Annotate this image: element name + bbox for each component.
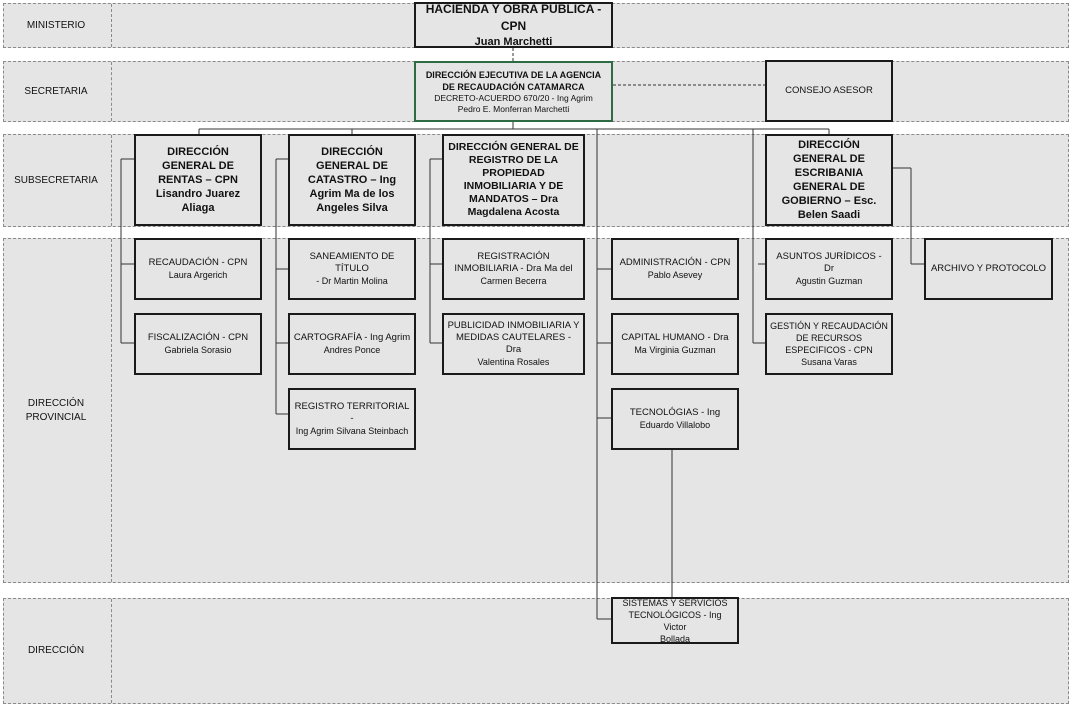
node-person: Lisandro Juarez Aliaga	[155, 188, 241, 214]
node-title: CAPITAL HUMANO - Dra	[621, 332, 729, 343]
node-title: ARCHIVO Y PROTOCOLO	[930, 263, 1047, 274]
node-title: PUBLICIDAD INMOBILIARIA Y MEDIDAS CAUTEL…	[447, 320, 580, 355]
node-tecnologias[interactable]: TECNOLÓGIAS - Ing Eduardo Villalobo	[611, 388, 739, 450]
node-person: Laura Argerich	[168, 270, 228, 280]
node-archivo-protocolo[interactable]: ARCHIVO Y PROTOCOLO	[924, 238, 1053, 300]
node-person: Susana Varas	[801, 357, 857, 367]
node-title: GESTIÓN Y RECAUDACIÓN DE RECURSOS ESPECI…	[770, 321, 888, 355]
node-registro-territorial[interactable]: REGISTRO TERRITORIAL - Ing Agrim Silvana…	[288, 388, 416, 450]
node-title: DIRECCIÓN EJECUTIVA DE LA AGENCIA DE REC…	[425, 69, 602, 92]
band-divider	[111, 239, 112, 582]
node-person: Pedro E. Monferran Marchetti	[457, 103, 570, 114]
node-gestion-recaudacion[interactable]: GESTIÓN Y RECAUDACIÓN DE RECURSOS ESPECI…	[765, 313, 893, 375]
node-catastro[interactable]: DIRECCIÓN GENERAL DE CATASTRO – Ing Agri…	[288, 134, 416, 226]
node-title: TECNOLÓGIAS - Ing	[629, 407, 721, 418]
node-registro-propiedad[interactable]: DIRECCIÓN GENERAL DE REGISTRO DE LA PROP…	[442, 134, 585, 226]
node-registracion-inmobiliaria[interactable]: REGISTRACIÓN INMOBILIARIA - Dra Ma del C…	[442, 238, 585, 300]
band-divider	[111, 135, 112, 226]
node-title: SANEAMIENTO DE TÍTULO	[309, 251, 395, 274]
node-person: Valentina Rosales	[477, 357, 550, 367]
node-person: Gabriela Sorasio	[164, 345, 232, 355]
node-sistemas-servicios[interactable]: SISTEMAS Y SERVICIOS TECNOLÓGICOS - Ing …	[611, 597, 739, 644]
node-title: REGISTRACIÓN INMOBILIARIA - Dra Ma del	[454, 251, 573, 274]
node-title: CARTOGRAFÍA - Ing Agrim	[293, 332, 411, 343]
node-person: Ing Agrim Silvana Steinbach	[295, 426, 409, 436]
node-title: RECAUDACIÓN - CPN	[148, 257, 248, 268]
level-label-secretaria: SECRETARIA	[24, 85, 88, 97]
node-person: Eduardo Villalobo	[639, 420, 711, 430]
node-publicidad-inmobiliaria[interactable]: PUBLICIDAD INMOBILIARIA Y MEDIDAS CAUTEL…	[442, 313, 585, 375]
node-title: SISTEMAS Y SERVICIOS TECNOLÓGICOS - Ing …	[622, 597, 728, 632]
node-title: FISCALIZACIÓN - CPN	[147, 332, 249, 343]
node-rentas[interactable]: DIRECCIÓN GENERAL DE RENTAS – CPN Lisand…	[134, 134, 262, 226]
node-consejo-asesor[interactable]: CONSEJO ASESOR	[765, 60, 893, 122]
node-person: Belen Saadi	[797, 209, 861, 221]
node-administracion[interactable]: ADMINISTRACIÓN - CPN Pablo Asevey	[611, 238, 739, 300]
node-escribania[interactable]: DIRECCIÓN GENERAL DE ESCRIBANIA GENERAL …	[765, 134, 893, 226]
node-person: Carmen Becerra	[480, 276, 547, 286]
node-title: DIRECCIÓN GENERAL DE REGISTRO DE LA PROP…	[448, 141, 579, 205]
band-divider	[111, 4, 112, 47]
node-direccion-ejecutiva[interactable]: DIRECCIÓN EJECUTIVA DE LA AGENCIA DE REC…	[414, 61, 613, 122]
node-person: Ma Virginia Guzman	[634, 345, 716, 355]
node-title: CONSEJO ASESOR	[785, 85, 873, 96]
node-person: Magdalena Acosta	[467, 206, 560, 218]
level-label-subsecretaria: SUBSECRETARIA	[14, 174, 98, 186]
node-asuntos-juridicos[interactable]: ASUNTOS JURÍDICOS - Dr Agustin Guzman	[765, 238, 893, 300]
node-capital-humano[interactable]: CAPITAL HUMANO - Dra Ma Virginia Guzman	[611, 313, 739, 375]
level-label-direccion-provincial: DIRECCIÓN PROVINCIAL	[25, 397, 87, 423]
node-title: DIRECCIÓN GENERAL DE ESCRIBANIA GENERAL …	[781, 139, 877, 207]
node-title: HACIENDA Y OBRA PÚBLICA - CPN	[425, 1, 602, 33]
band-direccion: DIRECCIÓN	[3, 598, 1069, 704]
node-person: - Dr Martin Molina	[316, 276, 388, 286]
node-title: ASUNTOS JURÍDICOS - Dr	[776, 251, 882, 274]
node-cartografia[interactable]: CARTOGRAFÍA - Ing Agrim Andres Ponce	[288, 313, 416, 375]
level-label-ministerio: MINISTERIO	[26, 19, 86, 31]
node-title: DIRECCIÓN GENERAL DE CATASTRO – Ing	[307, 146, 397, 186]
node-title: REGISTRO TERRITORIAL -	[294, 401, 410, 424]
band-divider	[111, 599, 112, 703]
level-label-direccion: DIRECCIÓN	[27, 645, 85, 656]
node-person: Andres Ponce	[323, 345, 381, 355]
node-saneamiento-titulo[interactable]: SANEAMIENTO DE TÍTULO - Dr Martin Molina	[288, 238, 416, 300]
node-recaudacion[interactable]: RECAUDACIÓN - CPN Laura Argerich	[134, 238, 262, 300]
band-divider	[111, 62, 112, 121]
node-fiscalizacion[interactable]: FISCALIZACIÓN - CPN Gabriela Sorasio	[134, 313, 262, 375]
node-person: Juan Marchetti	[474, 35, 553, 48]
node-person: Pablo Asevey	[647, 270, 703, 280]
node-person: Bollada	[659, 633, 691, 644]
node-decree: DECRETO-ACUERDO 670/20 - Ing Agrim	[434, 92, 593, 103]
node-title: ADMINISTRACIÓN - CPN	[619, 257, 731, 268]
node-person: Agrim Ma de los Angeles Silva	[309, 188, 395, 214]
node-title: DIRECCIÓN GENERAL DE RENTAS – CPN	[158, 146, 238, 186]
node-person: Agustin Guzman	[795, 276, 863, 286]
node-ministerio[interactable]: HACIENDA Y OBRA PÚBLICA - CPN Juan March…	[414, 2, 613, 48]
